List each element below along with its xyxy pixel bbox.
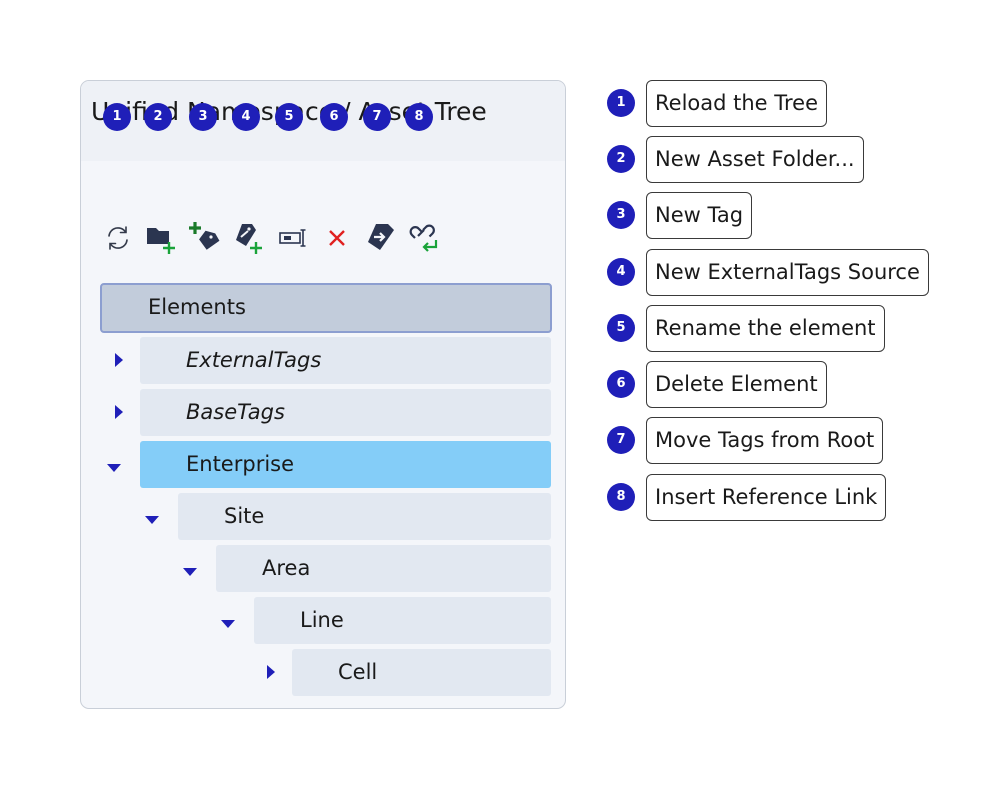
- delete-icon[interactable]: [321, 222, 353, 254]
- tree-node-label: Elements: [148, 295, 246, 319]
- legend-badge-1: 1: [607, 89, 635, 117]
- toolbar-badge-8: 8: [405, 103, 433, 131]
- legend-label-new-tag: New Tag: [646, 192, 753, 239]
- tree-node-externaltags[interactable]: ExternalTags: [140, 337, 551, 384]
- legend-label-rename: Rename the element: [646, 305, 885, 352]
- tree-node-cell[interactable]: Cell: [292, 649, 551, 696]
- legend-label-reload: Reload the Tree: [646, 80, 828, 127]
- tree-node-label: Site: [224, 504, 265, 528]
- toolbar-badge-5: 5: [275, 103, 303, 131]
- tree-node-area[interactable]: Area: [216, 545, 551, 592]
- toolbar-badge-6: 6: [320, 103, 348, 131]
- tree-node-label: Cell: [338, 660, 378, 684]
- legend-badge-6: 6: [607, 370, 635, 398]
- toolbar-badge-1: 1: [103, 103, 131, 131]
- new-tag-icon[interactable]: [189, 222, 221, 254]
- legend-badge-4: 4: [607, 258, 635, 286]
- legend-badge-3: 3: [607, 201, 635, 229]
- legend-label-new-folder: New Asset Folder...: [646, 136, 864, 183]
- caret-right-icon[interactable]: [263, 664, 279, 680]
- tree-node-site[interactable]: Site: [178, 493, 551, 540]
- caret-right-icon[interactable]: [111, 404, 127, 420]
- legend-label-new-external-source: New ExternalTags Source: [646, 249, 929, 296]
- caret-down-icon[interactable]: [220, 616, 236, 632]
- tree-root-elements[interactable]: Elements: [100, 283, 552, 333]
- insert-link-icon[interactable]: [407, 222, 439, 254]
- reload-icon[interactable]: [102, 222, 134, 254]
- legend-badge-8: 8: [607, 483, 635, 511]
- legend-badge-7: 7: [607, 426, 635, 454]
- legend-label-move-tags: Move Tags from Root: [646, 417, 884, 464]
- tree-node-enterprise[interactable]: Enterprise: [140, 441, 551, 488]
- tree-node-label: Area: [262, 556, 311, 580]
- legend-label-insert-link: Insert Reference Link: [646, 474, 887, 521]
- toolbar-badge-2: 2: [144, 103, 172, 131]
- toolbar-badge-4: 4: [232, 103, 260, 131]
- legend-label-delete: Delete Element: [646, 361, 827, 408]
- toolbar-badge-7: 7: [363, 103, 391, 131]
- caret-right-icon[interactable]: [111, 352, 127, 368]
- legend-badge-2: 2: [607, 145, 635, 173]
- caret-down-icon[interactable]: [106, 460, 122, 476]
- toolbar-badge-3: 3: [189, 103, 217, 131]
- caret-down-icon[interactable]: [144, 512, 160, 528]
- legend-badge-5: 5: [607, 314, 635, 342]
- tree-node-label: Enterprise: [186, 452, 295, 476]
- rename-icon[interactable]: [277, 222, 309, 254]
- new-external-source-icon[interactable]: [232, 222, 264, 254]
- caret-down-icon[interactable]: [182, 564, 198, 580]
- tree-node-line[interactable]: Line: [254, 597, 551, 644]
- new-folder-icon[interactable]: [145, 222, 177, 254]
- move-tags-icon[interactable]: [364, 222, 396, 254]
- tree-node-basetags[interactable]: BaseTags: [140, 389, 551, 436]
- tree-node-label: Line: [300, 608, 344, 632]
- tree-node-label: ExternalTags: [186, 348, 322, 372]
- tree-node-label: BaseTags: [186, 400, 285, 424]
